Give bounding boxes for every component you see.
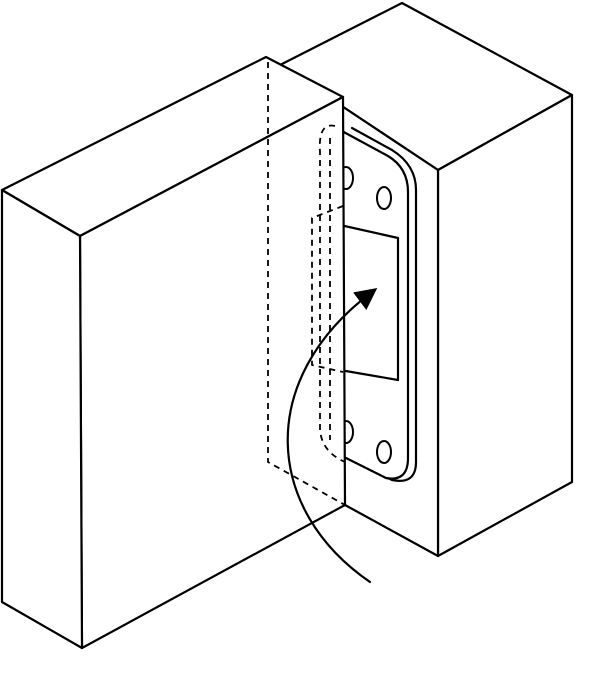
hidden-lines [267,62,346,506]
recess-pocket [350,126,418,482]
rotation-arrow [286,288,378,584]
hidden-plate-outline [318,124,346,463]
hinge-plate [338,128,410,480]
right-block-front-face [436,93,574,558]
rotation-arrow-shaft [286,288,378,584]
hidden-panel-outline [311,205,344,373]
plate-hole-bottom-right [376,440,392,464]
plate-center-panel [338,223,400,382]
left-block [0,55,347,650]
hidden-block-edge [267,62,346,506]
left-block-side-face [0,188,84,650]
plate-hole-top-right [376,186,392,210]
recess-outline [350,126,418,482]
